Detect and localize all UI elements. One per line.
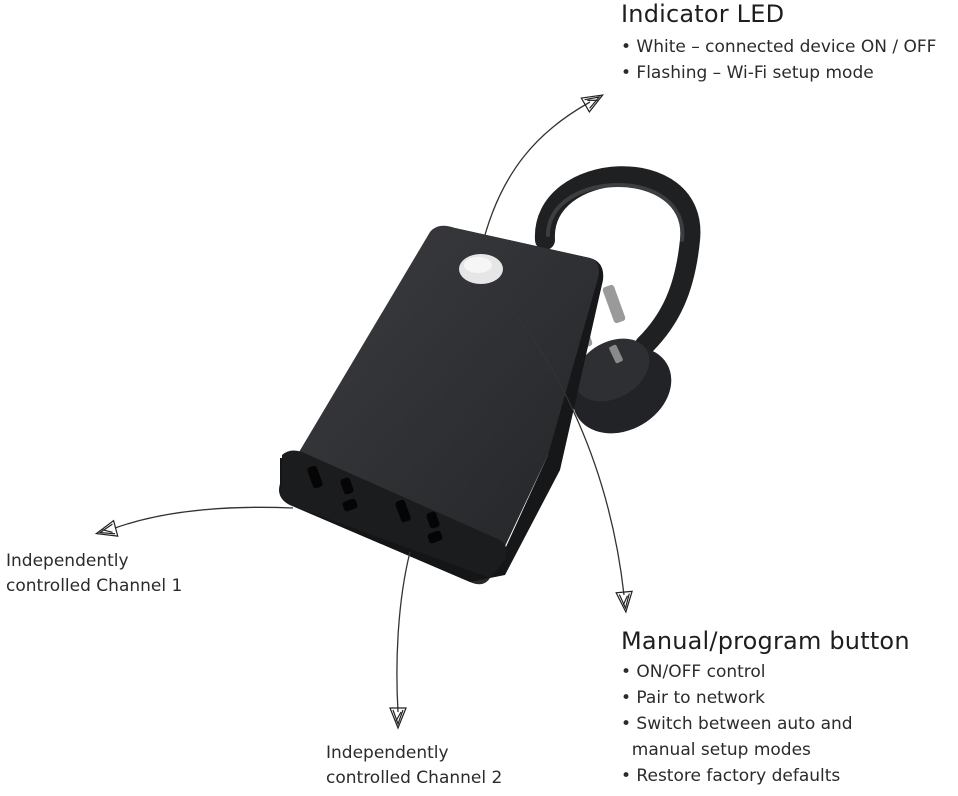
callout-line-channel-1 — [114, 506, 294, 529]
manual-button-bullet: manual setup modes — [621, 740, 811, 760]
channel-1-line: controlled Channel 1 — [6, 576, 183, 596]
channel-2-line: controlled Channel 2 — [326, 768, 503, 788]
arrowhead-channel-1 — [94, 519, 119, 537]
arrowhead-channel-2 — [389, 707, 407, 730]
indicator-led-list: • White – connected device ON / OFF • Fl… — [621, 34, 936, 86]
manual-button-bullet: • ON/OFF control — [621, 662, 766, 682]
plug — [569, 284, 672, 434]
power-cord — [534, 166, 701, 355]
manual-button-callout: Manual/program button • ON/OFF control •… — [621, 627, 910, 789]
outlet-face — [280, 450, 507, 578]
callout-line-led — [480, 101, 591, 251]
callout-line-channel-2 — [396, 551, 411, 713]
channel-1-line: Independently — [6, 551, 129, 571]
smart-plug-device — [279, 225, 604, 585]
manual-button-list: • ON/OFF control • Pair to network • Swi… — [621, 659, 910, 789]
callout-line-button — [489, 284, 625, 596]
indicator-led-bullet: • Flashing – Wi-Fi setup mode — [621, 63, 874, 83]
arrowhead-led — [580, 94, 605, 113]
manual-button-bullet: • Restore factory defaults — [621, 766, 841, 786]
arrowhead-button — [615, 590, 633, 614]
manual-button-bullet: • Switch between auto and — [621, 714, 853, 734]
manual-button-title: Manual/program button — [621, 627, 910, 655]
indicator-led-callout: Indicator LED • White – connected device… — [621, 0, 936, 86]
manual-button-bullet: • Pair to network — [621, 688, 765, 708]
arrowheads — [94, 94, 633, 730]
indicator-led-bullet: • White – connected device ON / OFF — [621, 37, 937, 57]
channel-2-line: Independently — [326, 743, 449, 763]
channel-1-label: Independently controlled Channel 1 — [6, 549, 182, 599]
callout-lines — [114, 101, 625, 713]
indicator-led-title: Indicator LED — [621, 0, 785, 28]
channel-2-label: Independently controlled Channel 2 — [326, 741, 502, 791]
